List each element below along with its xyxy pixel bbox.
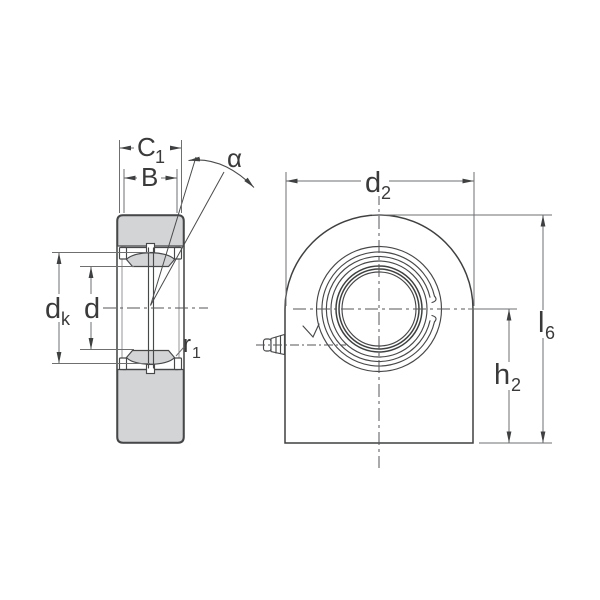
inner-ring-section-bottom	[125, 349, 176, 365]
halo-d2	[361, 170, 389, 196]
alpha-angle-line-1	[150, 156, 197, 306]
alpha-angle-line-2	[150, 171, 225, 306]
label-b: B	[141, 162, 158, 192]
label-h2-sub: 2	[511, 375, 521, 395]
label-c1: C	[137, 132, 156, 162]
label-dk: d	[45, 293, 61, 325]
alpha-angle-arc	[188, 156, 255, 188]
seal-bottom-right	[173, 357, 183, 371]
label-h2: h	[494, 359, 510, 391]
housing-material-bottom	[117, 368, 184, 443]
label-d2-sub: 2	[381, 183, 391, 203]
right-front-view	[256, 172, 552, 468]
label-dk-sub: k	[61, 309, 71, 329]
lubrication-hole-bottom	[145, 363, 156, 375]
seal-top-left	[118, 246, 128, 260]
halo-dk	[42, 294, 78, 322]
label-d2: d	[365, 167, 381, 199]
labels: C 1 B α d k d r 1 d 2 l 6 h 2	[45, 132, 555, 395]
seal-top-right	[173, 246, 183, 260]
label-r1-sub: 1	[192, 345, 201, 362]
halo-l6	[534, 310, 558, 338]
lubrication-hole-top	[145, 242, 156, 254]
inner-ring-section-top	[125, 252, 176, 268]
ring-notch-hook-bottom	[431, 314, 437, 323]
label-l6-sub: 6	[545, 323, 555, 343]
ring-notch-hook-top	[431, 295, 437, 304]
ring-circle-4	[330, 260, 428, 358]
halo-b	[137, 166, 161, 188]
halo-d	[80, 294, 102, 322]
halo-c1	[134, 136, 170, 158]
label-c1-sub: 1	[155, 147, 165, 167]
left-section-view	[52, 140, 255, 444]
r1-leader-line	[175, 346, 185, 357]
label-l6: l	[538, 307, 544, 339]
label-r1: r	[183, 331, 191, 358]
label-alpha: α	[227, 143, 242, 173]
grease-hole-mark	[302, 323, 320, 339]
halo-h2	[490, 362, 526, 390]
label-d: d	[84, 293, 100, 325]
